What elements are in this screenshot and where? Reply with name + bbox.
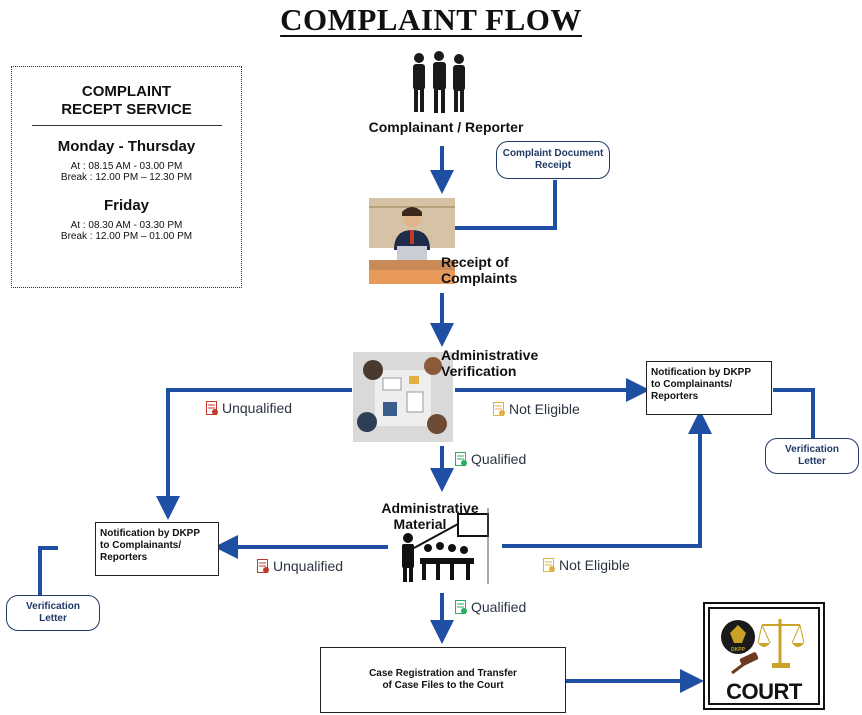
notification-box-right: Notification by DKPP to Complainants/ Re…: [646, 361, 772, 415]
friday-hours: At : 08.30 AM - 03.30 PM: [70, 220, 183, 231]
document-rejected-icon: [257, 558, 269, 574]
schedule-divider: [31, 125, 222, 126]
presentation-meeting-icon: [402, 508, 489, 584]
arrow-material-not-eligible: [502, 410, 712, 548]
court-seal-text: DKPP: [731, 647, 746, 653]
weekday-break: Break : 12.00 PM – 12.30 PM: [60, 172, 193, 183]
condition-unqualified-bottom: Unqualified: [257, 558, 343, 574]
condition-qualified-top: Qualified: [455, 451, 526, 467]
document-pending-icon: [493, 401, 505, 417]
line-doc-receipt: [455, 180, 557, 230]
people-group-icon: [413, 51, 465, 113]
document-approved-icon: [455, 451, 467, 467]
document-approved-icon: [455, 599, 467, 615]
condition-qualified-bottom: Qualified: [455, 599, 526, 615]
document-rejected-icon: [206, 400, 218, 416]
friday-break: Break : 12.00 PM – 01.00 PM: [60, 231, 193, 242]
arrow-verification-unqualified: [156, 388, 352, 520]
notification-box-left: Notification by DKPP to Complainants/ Re…: [95, 522, 219, 576]
weekday-title: Monday - Thursday: [57, 138, 196, 155]
court-box: DKPP COURT: [703, 602, 825, 710]
weekday-hours: At : 08.15 AM - 03.00 PM: [70, 161, 183, 172]
court-label: COURT: [726, 679, 802, 704]
court-inner-frame: DKPP COURT: [708, 607, 820, 705]
step-admin-verification-label: Administrative Verification: [441, 347, 539, 379]
verification-letter-badge-left: Verification Letter: [6, 595, 100, 631]
line-verif-letter-right: [773, 388, 815, 440]
step-receipt-label: Receipt of Complaints: [441, 254, 518, 286]
step-reporter-label: Complainant / Reporter: [368, 119, 524, 135]
court-scales-gavel-icon: DKPP: [721, 619, 805, 675]
condition-unqualified-top: Unqualified: [206, 400, 292, 416]
meeting-table-icon: [353, 352, 453, 442]
case-registration-box: Case Registration and Transfer of Case F…: [320, 647, 566, 713]
page-title: COMPLAINT FLOW: [280, 2, 582, 37]
line-verif-letter-left: [38, 546, 58, 596]
reception-desk-icon: [369, 198, 455, 284]
verification-letter-badge-right: Verification Letter: [765, 438, 859, 474]
condition-not-eligible-top: Not Eligible: [493, 401, 580, 417]
document-pending-icon: [543, 557, 555, 573]
service-schedule-box: COMPLAINT RECEPT SERVICE Monday - Thursd…: [11, 66, 242, 288]
friday-title: Friday: [103, 197, 149, 214]
condition-not-eligible-bottom: Not Eligible: [543, 557, 630, 573]
complaint-document-receipt-badge: Complaint Document Receipt: [496, 141, 610, 179]
step-admin-material-label: Administrative Material: [381, 500, 479, 532]
schedule-heading: COMPLAINT RECEPT SERVICE: [61, 83, 192, 118]
